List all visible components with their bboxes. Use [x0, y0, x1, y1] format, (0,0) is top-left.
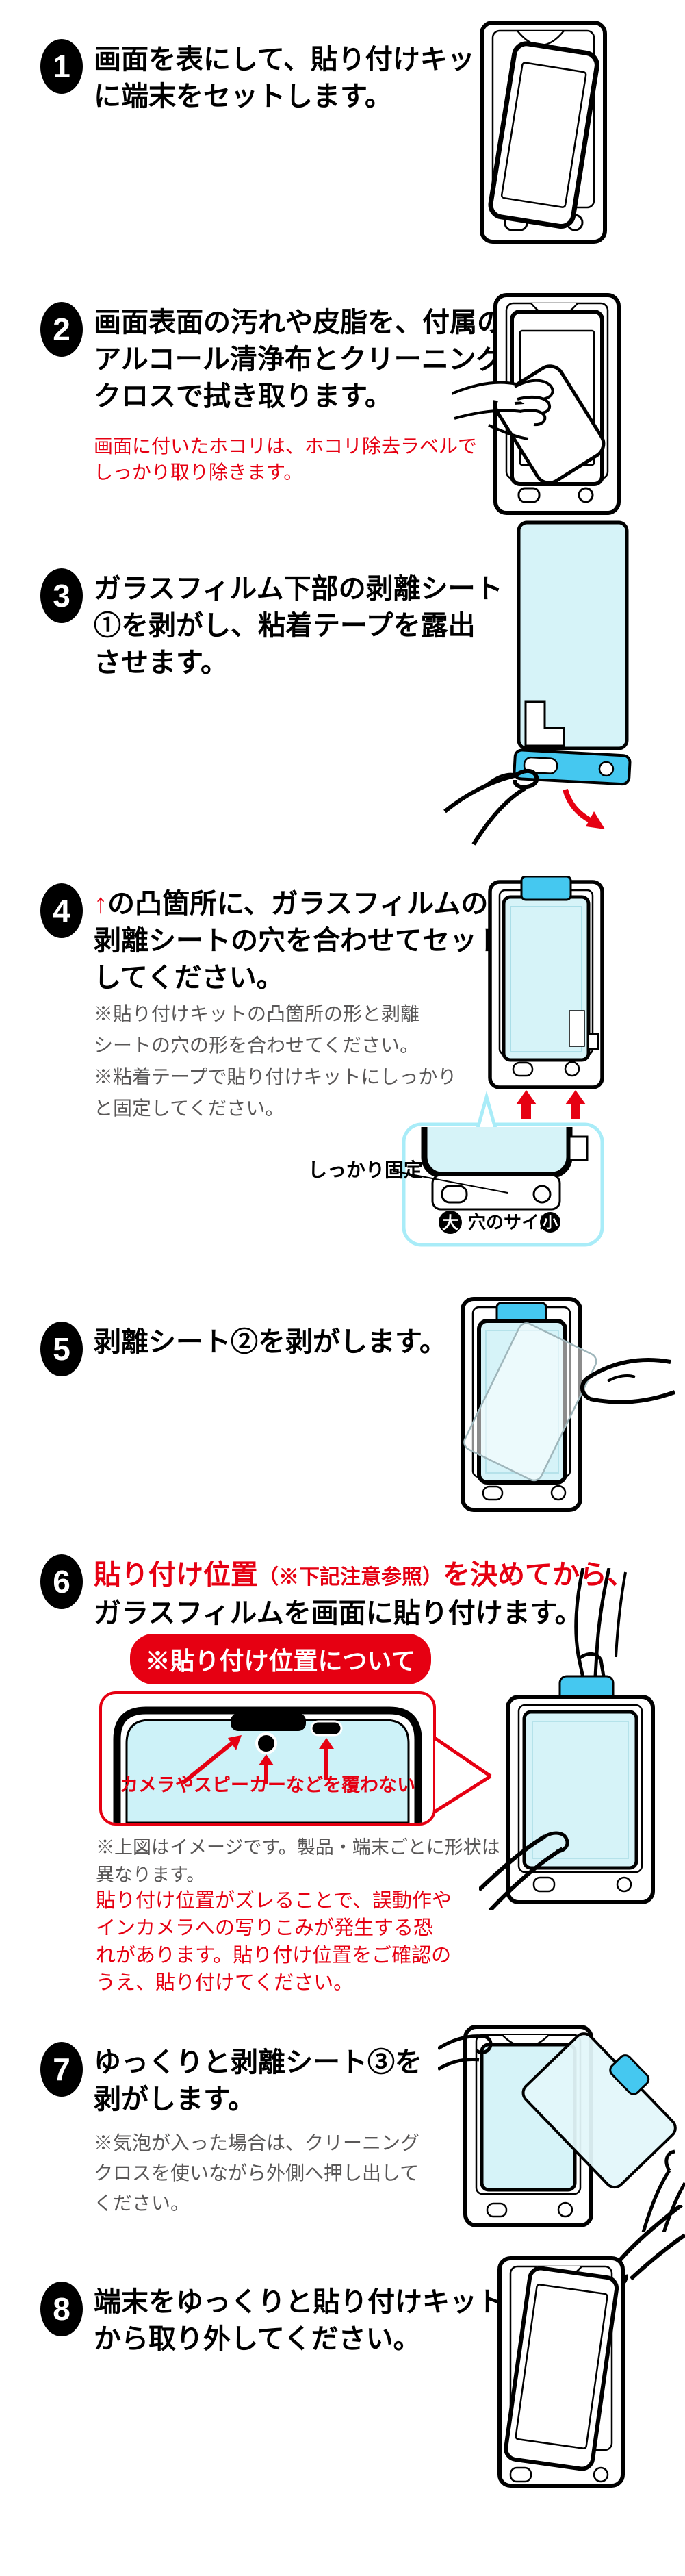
step-2-red-note-line: 画面に付いたホコリは、ホコリ除去ラベルで	[94, 435, 478, 457]
hole-size-small-label: 小	[543, 1214, 558, 1231]
step-6-illustration-apply-film	[479, 1568, 655, 1910]
kit-hole-large	[441, 1185, 468, 1204]
step-8-illustration-remove-phone	[497, 2205, 685, 2488]
step-6-red-title-main: 貼り付け位置	[94, 1560, 258, 1590]
red-peel-arrow-icon	[563, 788, 593, 824]
hand-illustration	[443, 769, 539, 846]
phone-top-illustration	[113, 1706, 422, 1823]
hand-illustration	[574, 1568, 627, 1678]
release-sheet-2	[463, 1322, 597, 1482]
step-1-illustration-phone-into-kit	[480, 21, 607, 244]
step-3-illustration-peel-sheet1	[443, 520, 632, 846]
camera-icon	[255, 1732, 277, 1754]
step-1-title-line: 画面を表にして、貼り付けキット	[94, 45, 502, 75]
glass-film	[522, 1710, 638, 1870]
step-6-red-note-line: インカメラへの写りこみが発生する恐	[96, 1917, 434, 1939]
release-sheet-1-tab	[513, 748, 632, 786]
step-6-number-badge: 6	[40, 1554, 83, 1609]
phone-notch	[231, 1713, 306, 1731]
film-bottom-zoom	[421, 1127, 573, 1178]
step-1-title-line: に端末をセットします。	[94, 81, 392, 112]
film-notch	[569, 1010, 585, 1047]
step-6-red-note-line: れがあります。貼り付け位置をご確認の	[96, 1945, 452, 1967]
step-4-gray-note-line: ※粘着テープで貼り付けキットにしっかり	[94, 1066, 457, 1087]
hand-illustration	[438, 2034, 685, 2232]
position-callout-box	[99, 1691, 436, 1826]
hand-illustration	[580, 1358, 676, 1404]
step-8-title-line: 端末をゆっくりと貼り付けキット	[94, 2287, 504, 2317]
step-2-number-badge: 2	[40, 302, 83, 357]
red-arrow-icon	[181, 1740, 235, 1785]
step-3-number-badge: 3	[40, 568, 83, 623]
step-4-title-line: 剥離シートの穴を合わせてセット	[94, 926, 504, 956]
step-3-title-line: ガラスフィルム下部の剥離シート	[94, 574, 503, 604]
hole-size-large-label: 大	[442, 1214, 458, 1233]
step-2-illustration-wiping-screen	[452, 293, 621, 515]
step-2-title-line: 画面表面の汚れや皮脂を、付属の	[94, 307, 504, 338]
step-6-gray-note-line: ※上図はイメージです。製品・端末ごとに形状は	[96, 1837, 500, 1858]
step-7-gray-note-line: ください。	[94, 2193, 190, 2214]
step-5-number-badge: 5	[40, 1322, 83, 1376]
step-2-title-line: クロスで拭き取ります。	[94, 381, 392, 412]
step-4-illustration-align-holes: しっかり固定 大 穴のサイズ 小	[308, 876, 604, 1247]
glass-film	[517, 520, 629, 750]
step-4-title-line: してください。	[94, 963, 284, 993]
step-6-red-title-paren: （※下記注意参照）	[258, 1566, 443, 1589]
step-6-title-line-red: 貼り付け位置（※下記注意参照）を決めてから、	[94, 1556, 634, 1596]
step-5-title-line: 剥離シート②を剥がします。	[94, 1327, 447, 1357]
step-7-title-line: ゆっくりと剥離シート③を	[94, 2047, 422, 2078]
step-6-red-note-line: 貼り付け位置がズレることで、誤動作や	[96, 1890, 452, 1912]
step-6-gray-note-line: 異なります。	[96, 1865, 205, 1885]
small-circle-icon	[540, 1212, 560, 1233]
step-7-gray-note-line: ※気泡が入った場合は、クリーニング	[94, 2132, 420, 2154]
callout-pointer	[433, 1736, 492, 1814]
smartphone	[488, 41, 599, 229]
step-2-red-note-line: しっかり取り除きます。	[94, 462, 303, 483]
kit-hole-large	[512, 1061, 534, 1077]
release-sheet-3	[521, 2032, 677, 2189]
step-3-title-line: させます。	[94, 648, 228, 678]
kit-hole-small	[564, 1061, 580, 1077]
kit-hole-small	[532, 1185, 552, 1204]
release-sheet-tab	[520, 876, 572, 901]
step-5-illustration-peel-sheet2	[461, 1297, 676, 1512]
step-7-gray-note-line: クロスを使いながら外側へ押し出して	[94, 2162, 419, 2184]
red-up-arrow-icon	[565, 1090, 586, 1119]
step-7-number-badge: 7	[40, 2042, 83, 2097]
hand-illustration	[479, 1831, 569, 1910]
step-8-number-badge: 8	[40, 2282, 83, 2336]
leader-line	[392, 1170, 508, 1194]
film-notch	[524, 700, 565, 747]
callout-pointer	[476, 1090, 497, 1129]
step-6-red-title-tail: を決めてから、	[443, 1560, 634, 1590]
step-4-number-badge: 4	[40, 883, 83, 938]
step-4-gray-note-line: シートの穴の形を合わせてください。	[94, 1035, 419, 1056]
smartphone	[504, 2266, 619, 2471]
step-2-title-line: アルコール清浄布とクリーニング	[94, 344, 504, 375]
step-3-title-line: ①を剥がし、粘着テープを露出	[94, 611, 476, 641]
step-6-red-note-line: うえ、貼り付けてください。	[96, 1972, 354, 1994]
release-sheet-tab	[609, 2054, 650, 2095]
red-up-arrow-icon	[516, 1090, 537, 1119]
red-up-arrow-glyph: ↑	[94, 889, 107, 919]
step-7-title-line: 剥がします。	[94, 2084, 255, 2114]
step-1-number-badge: 1	[40, 39, 83, 94]
red-peel-arrowhead-icon	[586, 811, 605, 829]
step-4-gray-note-line: と固定してください。	[94, 1098, 285, 1119]
step-8-title-line: から取り外してください。	[94, 2324, 421, 2354]
large-circle-icon	[439, 1211, 462, 1234]
speaker-icon	[310, 1720, 343, 1737]
hand-illustration	[452, 379, 554, 440]
position-note-badge: ※貼り付け位置について	[130, 1634, 431, 1684]
step-4-title-line: ↑の凸箇所に、ガラスフィルムの	[94, 885, 488, 922]
fix-label: しっかり固定	[308, 1159, 423, 1180]
step-4-gray-note-line: ※貼り付けキットの凸箇所の形と剥離	[94, 1003, 420, 1024]
step-7-illustration-peel-sheet3	[438, 2025, 685, 2232]
step-4-title-text: の凸箇所に、ガラスフィルムの	[107, 889, 489, 919]
camera-speaker-warning: カメラやスピーカーなどを覆わない	[120, 1775, 415, 1795]
step-6-title-line-black: ガラスフィルムを画面に貼り付けます。	[94, 1598, 582, 1628]
